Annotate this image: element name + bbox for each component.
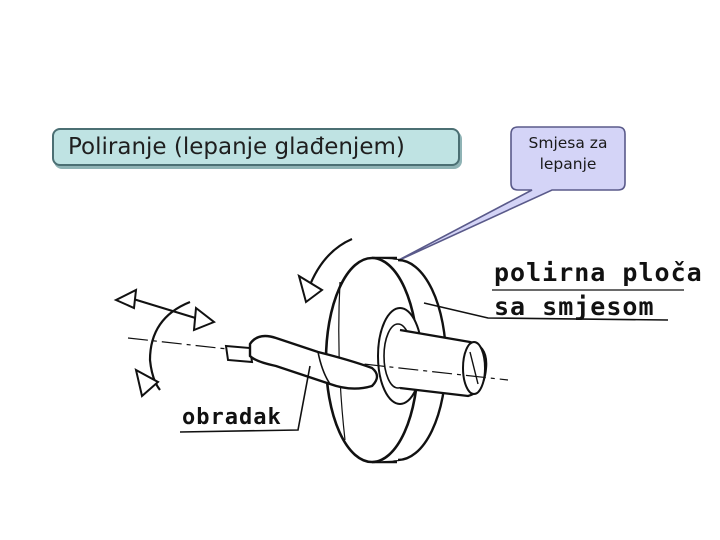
workpiece-motion-arrows <box>113 288 216 398</box>
wheel-rotation-arrowhead <box>297 273 324 304</box>
plate-label-line-2: sa smjesom <box>494 292 655 321</box>
callout-label: Smjesa za lepanje <box>512 133 624 175</box>
workpiece-label: obradak <box>182 405 282 430</box>
workpiece <box>224 334 379 390</box>
wheel-shaft <box>399 328 488 398</box>
plate-leader-line <box>423 302 669 321</box>
title-box: Poliranje (lepanje glađenjem) <box>52 128 460 166</box>
callout-line-2: lepanje <box>539 155 597 173</box>
callout-bubble <box>394 126 626 263</box>
plate-label-line-1: polirna ploča <box>494 258 703 287</box>
diagram-title: Poliranje (lepanje glađenjem) <box>68 134 405 160</box>
workpiece-leader-line <box>179 365 311 433</box>
axis-line <box>127 337 509 381</box>
callout-line-1: Smjesa za <box>528 134 608 152</box>
